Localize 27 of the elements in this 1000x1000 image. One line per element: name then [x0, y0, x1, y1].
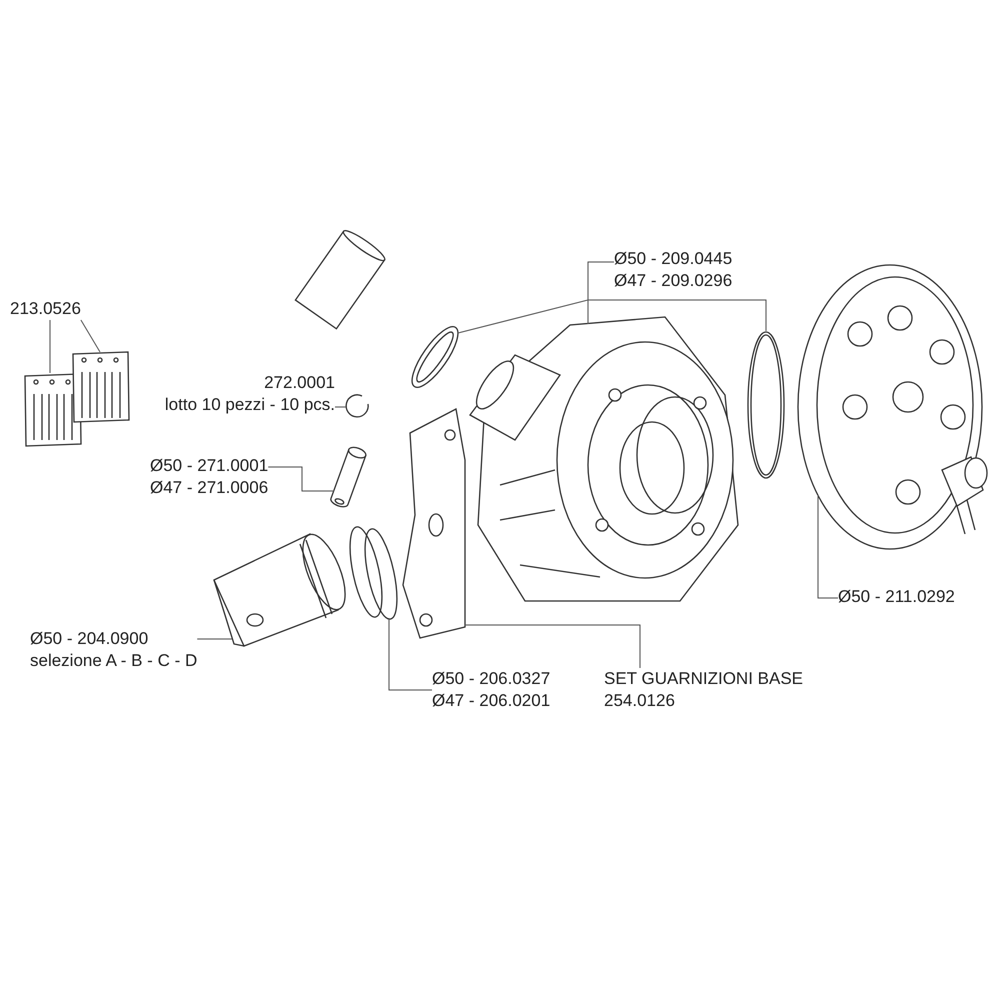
leader-line [80, 320, 100, 352]
callout-text: 213.0526 [10, 298, 81, 320]
leader-line [268, 466, 334, 492]
leader-line [196, 638, 232, 640]
callout-text: Ø50 - 271.0001 [150, 455, 268, 477]
callout-text: Ø50 - 204.0900 [30, 628, 150, 650]
callout-text: Ø50 - 211.0292 [838, 586, 955, 608]
base-gasket-drawing [400, 405, 466, 640]
cylinder-head-drawing [795, 262, 990, 552]
callout-text: Ø47 - 271.0006 [150, 477, 268, 499]
callout-text: Ø47 - 209.0296 [614, 270, 732, 292]
o-ring-drawing [746, 330, 786, 480]
leader-line [818, 494, 838, 598]
leader-line [388, 618, 432, 690]
callout-text: Ø50 - 209.0445 [614, 248, 732, 270]
callout-text: 254.0126 [604, 690, 676, 712]
leader-line [464, 624, 640, 668]
callout-text: lotto 10 pezzi - 10 pcs. [164, 394, 335, 416]
reed-petal-drawing [22, 372, 84, 448]
callout-text: selezione A - B - C - D [30, 650, 198, 672]
callout-text: SET GUARNIZIONI BASE [604, 668, 804, 690]
reed-petal-drawing [70, 350, 132, 424]
callout-text: Ø47 - 206.0201 [432, 690, 550, 712]
callout-text: 272.0001 [263, 372, 335, 394]
leader-line [588, 262, 766, 332]
leader-line [334, 406, 346, 408]
callout-text: Ø50 - 206.0327 [432, 668, 550, 690]
